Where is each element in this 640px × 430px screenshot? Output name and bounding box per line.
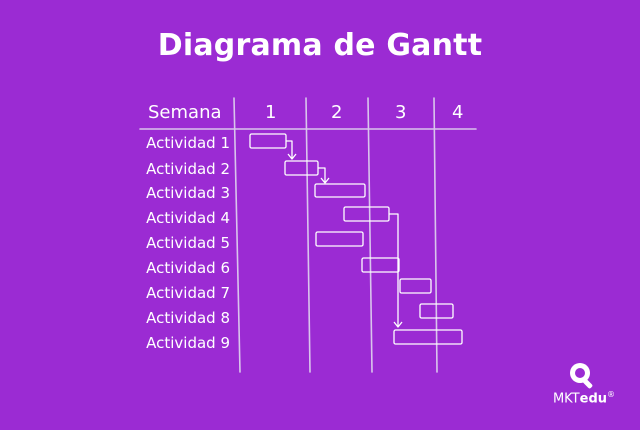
mktedu-logo-icon [570,363,593,389]
task-bar-8 [419,303,454,319]
activity-label-6: Actividad 6 [146,259,230,277]
activity-label-7: Actividad 7 [146,284,230,302]
activity-label-9: Actividad 9 [146,334,230,352]
column-divider-0 [233,97,241,373]
activity-label-8: Actividad 8 [146,309,230,327]
task-bar-6 [361,257,400,273]
page-title: Diagrama de Gantt [157,28,483,63]
task-bar-2 [284,160,319,176]
activity-label-4: Actividad 4 [146,209,230,227]
task-bar-9 [393,329,463,345]
activity-label-2: Actividad 2 [146,160,230,178]
week-2-label: 2 [331,102,343,123]
task-bar-1 [249,133,287,149]
activity-label-1: Actividad 1 [146,134,230,152]
activity-label-3: Actividad 3 [146,184,230,202]
dependency-arrow-2-3-head [320,177,330,184]
column-divider-1 [305,97,311,373]
task-bar-5 [315,231,364,247]
activity-label-5: Actividad 5 [146,234,230,252]
dependency-arrow-1-2 [286,140,293,158]
week-header-label: Semana [148,102,222,123]
week-4-label: 4 [452,102,464,123]
dependency-arrow-1-2-head [287,153,297,160]
column-divider-3 [433,97,438,373]
mktedu-logo-text: MKTedu® [552,390,616,407]
dependency-arrow-4-9-head [393,321,403,328]
week-3-label: 3 [395,102,407,123]
task-bar-4 [343,206,390,222]
week-1-label: 1 [265,102,277,123]
task-bar-7 [399,278,432,294]
dependency-arrow-2-3 [318,167,326,182]
column-divider-2 [367,97,373,373]
dependency-arrow-4-9 [389,213,399,326]
task-bar-3 [314,183,366,198]
